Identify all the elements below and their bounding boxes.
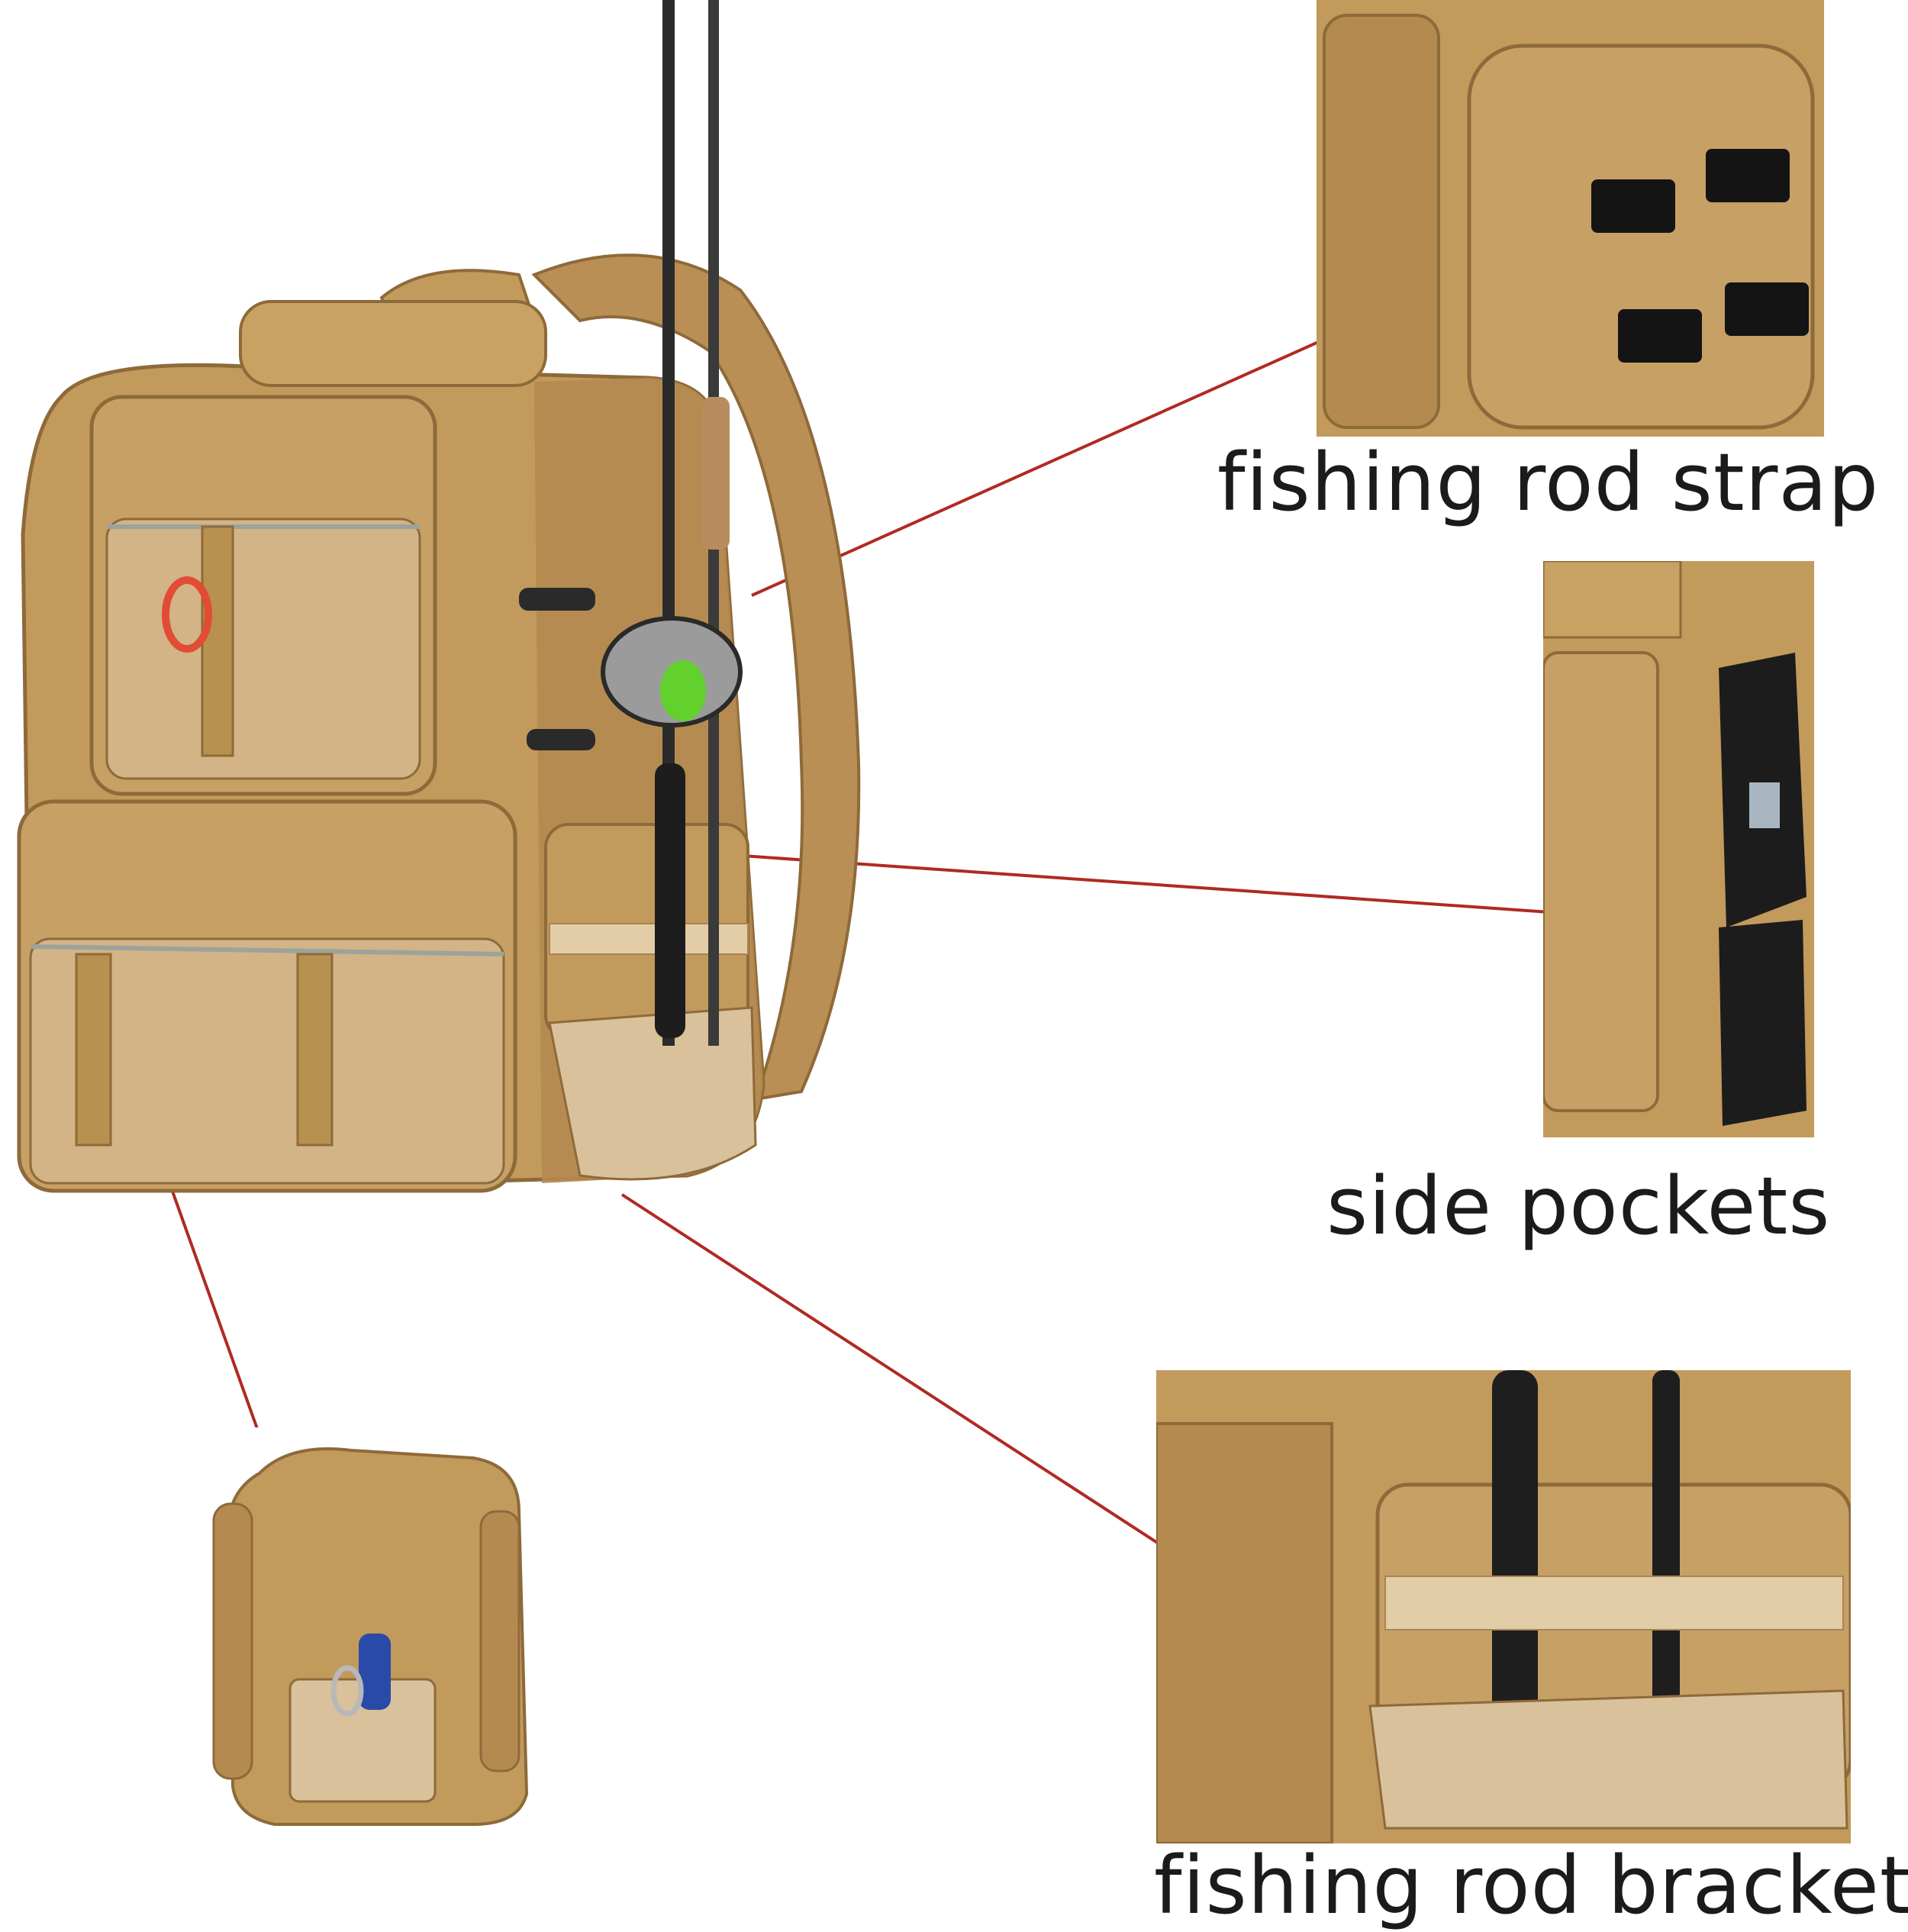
side-mesh-pocket <box>548 1006 757 1181</box>
rod-strap-loop <box>1618 309 1702 363</box>
label-fishing-rod-bracket: fishing rod bracket <box>1154 1839 1908 1932</box>
bracket-elastic <box>1384 1576 1844 1630</box>
top-lid-pocket <box>239 300 547 387</box>
detail-back-view-image <box>198 1427 542 1828</box>
rod-strap-loop <box>1591 179 1675 233</box>
detail-side-pockets-image <box>1543 561 1814 1137</box>
rod-strap-loop <box>1706 149 1790 202</box>
bracket-rod <box>1492 1370 1538 1767</box>
label-fishing-rod-strap: fishing rod strap <box>1217 436 1880 529</box>
rod-strap-loop <box>1725 282 1809 336</box>
shoulder-strap <box>531 253 861 1101</box>
rod-cork-grip <box>702 397 730 550</box>
rod-handle <box>655 763 685 1038</box>
bracket-rod <box>1652 1370 1680 1767</box>
leader-line-side <box>621 846 1550 914</box>
detail-rod-bracket-image <box>1156 1370 1851 1843</box>
upper-mesh-pocket <box>105 518 421 780</box>
water-bottle <box>359 1634 391 1710</box>
carabiner <box>162 576 212 653</box>
main-backpack-image <box>17 0 861 1193</box>
detail-rod-strap-image <box>1317 0 1824 437</box>
label-side-pockets: side pockets <box>1326 1160 1831 1253</box>
bracket-mesh-pocket <box>1368 1689 1848 1830</box>
lower-mesh-pocket <box>29 937 505 1185</box>
